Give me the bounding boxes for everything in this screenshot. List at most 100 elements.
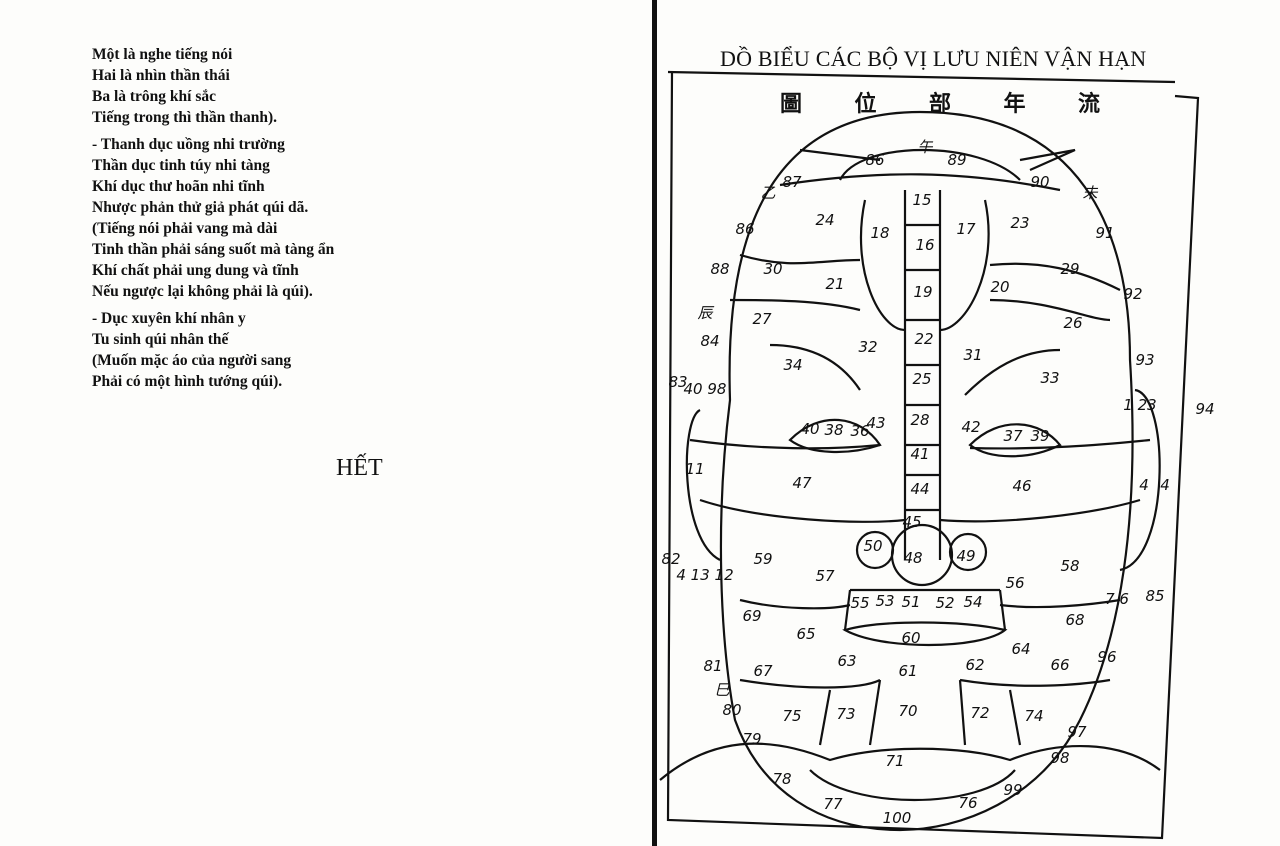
forehead-bands — [729, 253, 1121, 322]
region-number: 44 — [910, 480, 929, 498]
region-number: 74 — [1024, 707, 1043, 725]
region-number: 17 — [956, 220, 976, 238]
poem-line: Tinh thần phải sáng suốt mà tàng ẩn — [92, 241, 335, 258]
region-number: 64 — [1011, 640, 1030, 658]
region-number: 50 — [863, 537, 882, 555]
forehead-lines — [779, 149, 1061, 192]
region-number: 11 — [685, 460, 704, 478]
region-number: 73 — [836, 705, 855, 723]
region-number: 65 — [796, 625, 815, 643]
chinese-mark: 午 — [917, 138, 933, 156]
region-number: 79 — [742, 730, 761, 748]
region-number: 90 — [1030, 173, 1049, 191]
region-number: 32 — [858, 338, 877, 356]
region-number: 100 — [883, 809, 912, 827]
region-number: 88 — [710, 260, 729, 278]
region-number: 56 — [1005, 574, 1024, 592]
region-number: 70 — [898, 702, 917, 720]
region-number: 45 — [902, 513, 921, 531]
region-number: 67 — [753, 662, 773, 680]
chinese-char: 位 — [854, 91, 877, 116]
poem-line: Khí chất phải ung dung và tĩnh — [92, 262, 299, 279]
region-number: 99 — [1003, 781, 1022, 799]
region-number: 63 — [837, 652, 856, 670]
poem-line: Phải có một hình tướng qúi). — [92, 373, 283, 390]
region-number: 37 — [1003, 427, 1023, 445]
chinese-mark: 辰 — [697, 304, 714, 322]
chinese-mark: 巳 — [714, 681, 730, 699]
region-number: 54 — [963, 593, 982, 611]
region-number: 22 — [914, 330, 933, 348]
region-number: 86 — [735, 220, 754, 238]
chinese-char: 圖 — [780, 91, 803, 116]
poem-line: Tiếng trong thì thần thanh). — [92, 109, 278, 126]
diagram-frame — [666, 71, 1200, 840]
region-number: 19 — [913, 283, 932, 301]
region-number: 96 — [1097, 648, 1116, 666]
poem-line: Khí dục thư hoãn nhi tĩnh — [92, 178, 265, 195]
region-number: 21 — [825, 275, 844, 293]
region-number: 30 — [763, 260, 782, 278]
region-number: 61 — [898, 662, 917, 680]
region-number: 86 — [865, 151, 884, 169]
nose-column — [903, 190, 942, 560]
mouth — [842, 588, 1008, 647]
title-rule — [667, 70, 1176, 84]
region-number: 83 — [668, 373, 687, 391]
region-number: 71 — [885, 752, 904, 770]
region-number: 16 — [915, 236, 934, 254]
region-number: 93 — [1135, 351, 1154, 369]
region-number: 84 — [700, 332, 719, 350]
chinese-char: 流 — [1077, 91, 1100, 116]
region-number: 33 — [1040, 369, 1059, 387]
region-number: 20 — [990, 278, 1009, 296]
region-number: 62 — [965, 656, 984, 674]
region-number: 40 98 — [684, 380, 727, 398]
region-number: 49 — [956, 547, 975, 565]
region-number: 15 — [912, 191, 931, 209]
region-number: 72 — [970, 704, 989, 722]
region-number: 4 — [1139, 476, 1149, 494]
poem-line: (Muốn mặc áo của người sang — [92, 352, 292, 369]
region-number: 51 — [901, 593, 920, 611]
poem-line: Hai là nhìn thần thái — [92, 67, 230, 84]
region-number: 38 — [824, 421, 843, 439]
poem-line: Một là nghe tiếng nói — [92, 46, 233, 63]
region-number: 53 — [875, 592, 894, 610]
poem-line: Ba là trông khí sắc — [92, 88, 217, 105]
poem-line: Thần dục tinh túy nhi tàng — [92, 157, 270, 174]
diagram-title: DỒ BIỂU CÁC BỘ VỊ LƯU NIÊN VẬN HẠN — [720, 46, 1147, 71]
region-number: 91 — [1095, 224, 1114, 242]
region-number: 36 — [850, 422, 869, 440]
chinese-mark: 未 — [1082, 184, 1098, 202]
region-number: 77 — [823, 795, 843, 813]
region-number: 42 — [961, 418, 980, 436]
region-number: 59 — [753, 550, 772, 568]
region-number: 97 — [1067, 723, 1087, 741]
region-number: 31 — [963, 346, 982, 364]
region-number: 47 — [792, 474, 812, 492]
region-number: 78 — [772, 770, 791, 788]
region-number: 76 — [958, 794, 977, 812]
chin-lines — [739, 598, 1121, 746]
region-number: 48 — [903, 549, 922, 567]
chinese-mark: 乙 — [760, 184, 775, 202]
region-number: 81 — [703, 657, 722, 675]
region-number: 7 6 — [1105, 590, 1129, 608]
region-number: 92 — [1123, 285, 1142, 303]
region-number: 98 — [1050, 749, 1069, 767]
region-number: 40 — [800, 420, 819, 438]
region-number: 18 — [870, 224, 889, 242]
region-number: 94 — [1195, 400, 1214, 418]
poem-line: - Dục xuyên khí nhân y — [92, 310, 246, 327]
face-outline — [719, 110, 1134, 832]
region-number: 29 — [1060, 260, 1079, 278]
center-lobe — [859, 199, 990, 332]
region-number: 4 13 12 — [676, 566, 733, 584]
poem-line: (Tiếng nói phải vang mà dài — [92, 220, 278, 237]
region-number: 87 — [782, 173, 802, 191]
